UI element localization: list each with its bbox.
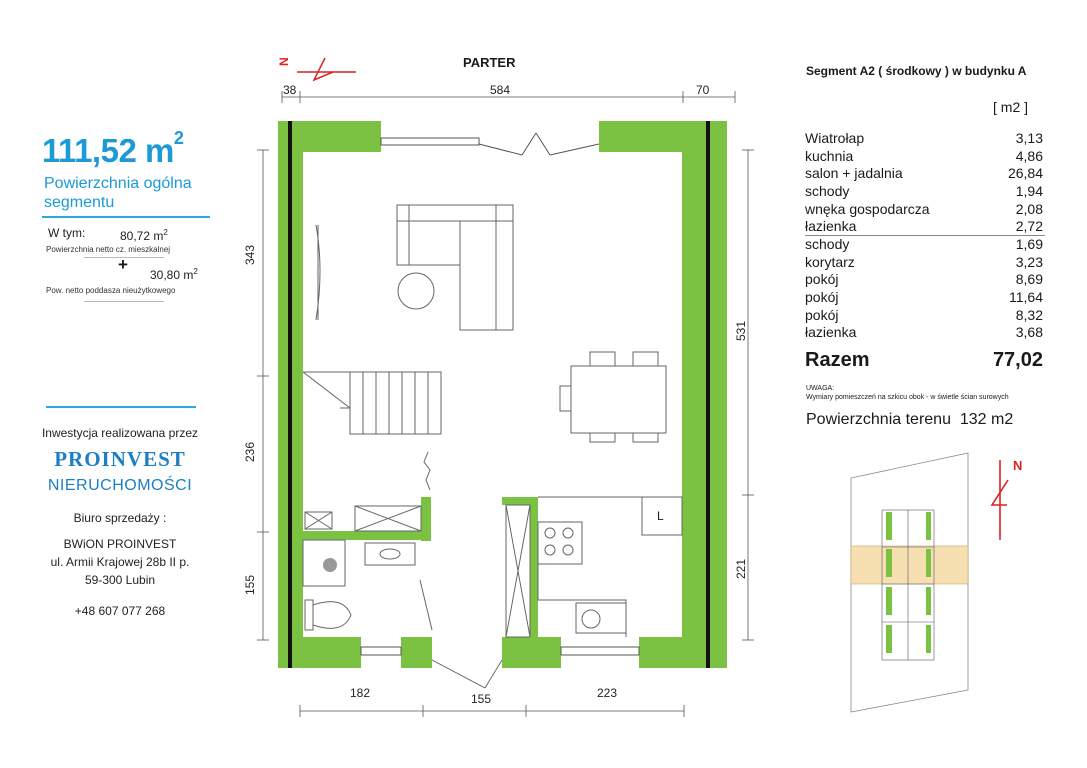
room-name: salon + jadalnia [805, 165, 903, 181]
north-arrow-icon [990, 460, 1009, 540]
stairs [302, 371, 442, 435]
divider [46, 406, 196, 408]
invest-line: Inwestycja realizowana przez [41, 426, 199, 440]
dim-left-top: 343 [243, 244, 258, 266]
note-title: UWAGA: [806, 385, 835, 392]
dim-top-right: 70 [696, 83, 710, 97]
plot-area: Powierzchnia terenu 132 m2 [806, 411, 1014, 428]
dim-right-bottom: 221 [734, 558, 749, 580]
company-name: PROINVEST [54, 447, 186, 471]
company-subname: NIERUCHOMOŚCI [47, 477, 193, 494]
office-name: BWiON PROINVEST [63, 537, 177, 551]
netto-caption: Powierzchnia netto cz. mieszkalnej [46, 245, 171, 254]
total-area-caption: Powierzchnia ogólna segmentu [44, 175, 192, 211]
room-name: korytarz [805, 254, 855, 270]
divider [805, 235, 1045, 236]
room-name: schody [805, 183, 850, 199]
room-area: 4,86 [1015, 148, 1043, 164]
room-area: 3,23 [1015, 254, 1043, 270]
room-name: kuchnia [805, 148, 854, 164]
office-label: Biuro sprzedaży : [73, 511, 167, 525]
phone: +48 607 077 268 [74, 604, 166, 618]
note-text: Wymiary pomieszczeń na szkicu obok - w ś… [806, 394, 1009, 401]
room-area: 2,72 [1015, 218, 1043, 234]
divider [42, 216, 210, 218]
netto-area: 80,72 m2 [120, 228, 168, 243]
room-name: schody [805, 236, 850, 252]
room-area: 2,08 [1015, 201, 1043, 217]
room-area: 8,69 [1015, 271, 1043, 287]
office-street: ul. Armii Krajowej 28b II p. [50, 555, 190, 569]
wtym-label: W tym: [48, 226, 86, 240]
dim-left-middle: 236 [243, 441, 258, 463]
room-area: 26,84 [1007, 165, 1043, 181]
dim-line-bottom [299, 659, 685, 717]
total-label: Razem [805, 349, 870, 371]
segment-header: Segment A2 ( środkowy ) w budynku A [806, 64, 1027, 78]
sofa [396, 204, 514, 331]
plus-sign: + [118, 255, 128, 274]
dim-bottom-left: 182 [350, 686, 371, 700]
room-name: łazienka [805, 324, 857, 340]
room-area: 1,94 [1015, 183, 1043, 199]
dim-bottom-right: 223 [597, 686, 618, 700]
room-area: 3,13 [1015, 130, 1043, 146]
north-label: N [1013, 458, 1023, 473]
dim-line-left [257, 149, 269, 641]
dim-top-middle: 584 [490, 83, 511, 97]
room-area: 1,69 [1015, 236, 1043, 252]
dim-top-left: 38 [283, 83, 297, 97]
room-name: pokój [805, 289, 839, 305]
divider [84, 301, 164, 302]
room-name: Wiatrołap [805, 130, 865, 146]
room-area: 8,32 [1015, 307, 1043, 323]
north-arrow-icon [297, 57, 356, 82]
room-name: pokój [805, 307, 839, 323]
dim-left-bottom: 155 [243, 574, 258, 596]
svg-text:N: N [277, 57, 291, 66]
room-area: 11,64 [1009, 289, 1043, 305]
fridge-label: L [657, 509, 664, 523]
room-name: łazienka [805, 218, 857, 234]
site-map [850, 452, 1009, 713]
kitchen [505, 496, 683, 638]
dim-line-top [281, 91, 736, 103]
attic-caption: Pow. netto poddasza nieużytkowego [46, 286, 176, 295]
office-city: 59-300 Lubin [84, 573, 156, 587]
dim-bottom-middle: 155 [471, 692, 492, 706]
room-name: pokój [805, 271, 839, 287]
total-area: 111,52 m2 [42, 128, 184, 169]
room-name: wnęka gospodarcza [805, 201, 930, 217]
dim-line-right [742, 149, 754, 641]
dim-right-top: 531 [734, 320, 749, 342]
dining-table [559, 351, 667, 443]
room-area: 3,68 [1015, 324, 1043, 340]
total-value: 77,02 [992, 349, 1043, 371]
divider [84, 257, 164, 258]
attic-area: 30,80 m2 [150, 267, 198, 282]
plan-title: PARTER [463, 55, 516, 70]
unit-label: [ m2 ] [993, 99, 1029, 115]
